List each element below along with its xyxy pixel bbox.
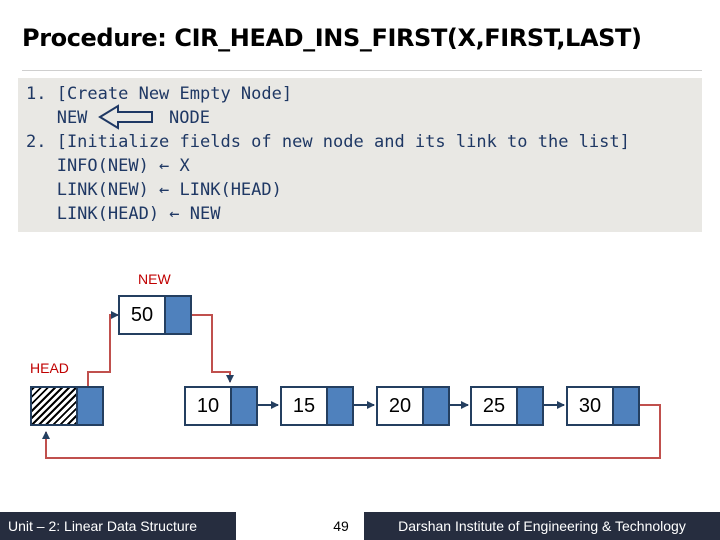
footer-institute: Darshan Institute of Engineering & Techn… <box>364 512 720 540</box>
new-to-first-wire <box>178 314 234 383</box>
title-divider <box>22 70 702 71</box>
list-node-info: 20 <box>376 386 424 426</box>
code-line-2b: NODE <box>169 108 210 128</box>
list-node-link <box>326 386 354 426</box>
list-node-1: 10 <box>184 386 258 426</box>
list-node-link <box>516 386 544 426</box>
list-node-info: 30 <box>566 386 614 426</box>
list-node-link <box>422 386 450 426</box>
list-node-3: 20 <box>376 386 450 426</box>
new-node: 50 <box>118 295 192 335</box>
code-line-1: 1. [Create New Empty Node] <box>26 84 293 104</box>
code-line-2a: NEW <box>26 108 88 128</box>
page-title: Procedure: CIR_HEAD_INS_FIRST(X,FIRST,LA… <box>22 24 642 52</box>
head-node <box>30 386 104 426</box>
list-node-5: 30 <box>566 386 640 426</box>
code-line-3: 2. [Initialize fields of new node and it… <box>26 132 630 152</box>
head-node-link <box>76 386 104 426</box>
list-node-link <box>612 386 640 426</box>
footer: Unit – 2: Linear Data Structure 49 Darsh… <box>0 512 720 540</box>
list-node-link <box>230 386 258 426</box>
code-line-4: INFO(NEW) ← X <box>26 156 190 176</box>
list-node-info: 15 <box>280 386 328 426</box>
procedure-code-box: 1. [Create New Empty Node] NEW NODE 2. [… <box>18 78 702 232</box>
footer-unit: Unit – 2: Linear Data Structure <box>0 512 236 540</box>
new-node-link <box>164 295 192 335</box>
code-line-6: LINK(HEAD) ← NEW <box>26 204 221 224</box>
list-node-info: 25 <box>470 386 518 426</box>
last-to-head-wire <box>42 404 661 459</box>
head-to-new-wire <box>87 311 119 405</box>
list-node-info: 10 <box>184 386 232 426</box>
footer-page-number: 49 <box>333 518 349 534</box>
new-node-info: 50 <box>118 295 166 335</box>
head-node-info <box>30 386 78 426</box>
list-node-4: 25 <box>470 386 544 426</box>
list-node-2: 15 <box>280 386 354 426</box>
head-label: HEAD <box>30 360 69 376</box>
new-label: NEW <box>138 271 171 287</box>
code-line-5: LINK(NEW) ← LINK(HEAD) <box>26 180 282 200</box>
